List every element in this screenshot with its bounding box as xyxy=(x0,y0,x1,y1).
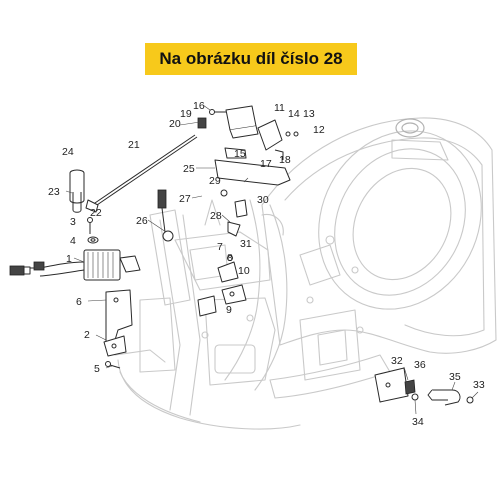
callout-19: 19 xyxy=(180,108,192,120)
callout-18: 18 xyxy=(279,154,291,166)
scooter-frame xyxy=(114,117,497,430)
callout-33: 33 xyxy=(473,379,485,391)
cylinder-part xyxy=(69,169,85,213)
upper-brackets xyxy=(214,119,299,186)
sensor-parts xyxy=(157,189,248,242)
part-number-banner: Na obrázku díl číslo 28 xyxy=(145,43,357,75)
callout-8: 8 xyxy=(227,252,233,264)
right-lower-parts xyxy=(374,367,474,406)
callout-21: 21 xyxy=(128,139,140,151)
callout-5: 5 xyxy=(94,363,100,375)
callout-34: 34 xyxy=(412,416,424,428)
regulator-bracket xyxy=(105,289,133,343)
relay-assembly xyxy=(197,105,259,139)
callout-20: 20 xyxy=(169,118,181,130)
callout-35: 35 xyxy=(449,371,461,383)
mount-bracket xyxy=(103,335,127,357)
voltage-regulator xyxy=(9,249,141,281)
callout-22: 22 xyxy=(90,207,102,219)
callout-4: 4 xyxy=(70,235,76,247)
callout-1: 1 xyxy=(66,253,72,265)
callout-3: 3 xyxy=(70,216,76,228)
callout-9: 9 xyxy=(226,304,232,316)
callout-26: 26 xyxy=(136,215,148,227)
callout-17: 17 xyxy=(260,158,272,170)
callout-11: 11 xyxy=(274,102,285,114)
banner-label: Na obrázku díl číslo 28 xyxy=(159,49,343,68)
callout-23: 23 xyxy=(48,186,60,198)
callout-15: 15 xyxy=(234,148,246,160)
callout-14: 14 xyxy=(288,108,300,120)
center-parts xyxy=(197,255,247,317)
callout-13: 13 xyxy=(303,108,315,120)
callout-16: 16 xyxy=(193,100,205,112)
leader-lines xyxy=(65,104,479,415)
callout-28: 28 xyxy=(210,210,222,222)
callout-32: 32 xyxy=(391,355,403,367)
callout-29: 29 xyxy=(209,175,221,187)
callout-36: 36 xyxy=(414,359,426,371)
callout-7: 7 xyxy=(217,241,223,253)
callout-27: 27 xyxy=(179,193,191,205)
callout-10: 10 xyxy=(238,265,250,277)
callout-24: 24 xyxy=(62,146,74,158)
callout-30: 30 xyxy=(257,194,269,206)
callout-12: 12 xyxy=(313,124,325,136)
callout-2: 2 xyxy=(84,329,90,341)
callout-25: 25 xyxy=(183,163,195,175)
callout-31: 31 xyxy=(240,238,252,250)
callout-labels: 1 2 3 4 5 6 7 8 9 10 11 12 13 14 15 16 1… xyxy=(48,100,485,428)
bolt-parts-left xyxy=(87,217,121,369)
callout-6: 6 xyxy=(76,296,82,308)
cable xyxy=(85,134,198,213)
